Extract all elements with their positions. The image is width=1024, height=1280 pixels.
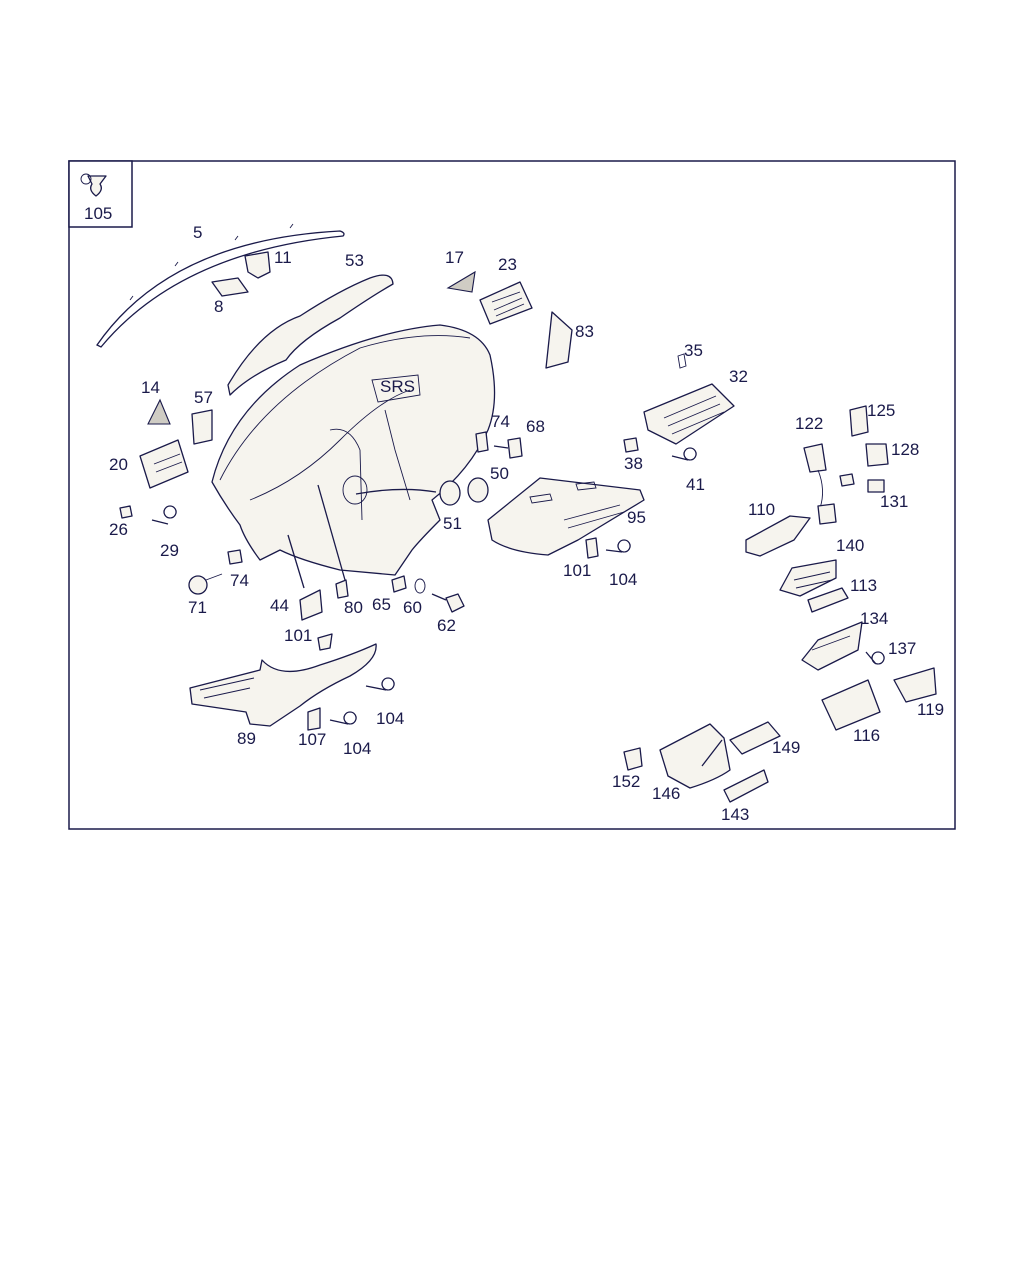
- ashtray-parts: [821, 667, 937, 731]
- air-vent-part: [446, 270, 533, 325]
- left-trim-part: [119, 398, 243, 595]
- label-71: 71: [188, 598, 207, 617]
- inset-part-number: 105: [84, 204, 112, 223]
- lower-panel-part: [189, 643, 395, 731]
- label-8: 8: [214, 297, 223, 316]
- label-14: 14: [141, 378, 160, 397]
- label-101a: 101: [284, 626, 312, 645]
- label-50: 50: [490, 464, 509, 483]
- label-125: 125: [867, 401, 895, 420]
- dashboard-logo-text: SRS: [380, 377, 415, 396]
- label-74b: 74: [491, 412, 510, 431]
- label-41: 41: [686, 475, 705, 494]
- part-labels: 5 11 8 53 17 23 83 14 57 20 26 29 74 71 …: [109, 223, 944, 824]
- label-17: 17: [445, 248, 464, 267]
- label-110: 110: [748, 500, 775, 519]
- bracket-part: [211, 251, 271, 297]
- label-57: 57: [194, 388, 213, 407]
- label-38: 38: [624, 454, 643, 473]
- dash-cover-part: [227, 274, 394, 396]
- switch-parts: [355, 431, 523, 506]
- label-23: 23: [498, 255, 517, 274]
- label-146: 146: [652, 784, 680, 803]
- label-51: 51: [443, 514, 462, 533]
- label-122: 122: [795, 414, 823, 433]
- label-89: 89: [237, 729, 256, 748]
- label-11: 11: [274, 248, 292, 267]
- label-107: 107: [298, 730, 326, 749]
- label-137: 137: [888, 639, 916, 658]
- label-104c: 104: [609, 570, 637, 589]
- label-128: 128: [891, 440, 919, 459]
- label-60: 60: [403, 598, 422, 617]
- label-29: 29: [160, 541, 179, 560]
- label-131: 131: [880, 492, 908, 511]
- clip-icon: [80, 173, 107, 197]
- label-35: 35: [684, 341, 703, 360]
- label-80: 80: [344, 598, 363, 617]
- side-panel-part: [545, 311, 573, 369]
- trim-strip-part: [96, 223, 345, 348]
- tray-parts: [623, 721, 781, 803]
- label-134: 134: [860, 609, 888, 628]
- label-104b: 104: [343, 739, 371, 758]
- label-5: 5: [193, 223, 202, 242]
- label-95: 95: [627, 508, 646, 527]
- lighter-parts: [803, 405, 889, 525]
- label-26: 26: [109, 520, 128, 539]
- label-101b: 101: [563, 561, 591, 580]
- center-small-parts: [287, 484, 465, 651]
- console-parts: [745, 515, 885, 671]
- label-143: 143: [721, 805, 749, 824]
- label-68: 68: [526, 417, 545, 436]
- label-83: 83: [575, 322, 594, 341]
- label-74a: 74: [230, 571, 249, 590]
- label-116: 116: [853, 726, 880, 745]
- label-44: 44: [270, 596, 289, 615]
- inset-box: 105: [68, 160, 133, 228]
- diagram-frame: [68, 160, 956, 830]
- dashboard-part: SRS: [211, 324, 496, 576]
- label-113: 113: [850, 576, 877, 595]
- label-65: 65: [372, 595, 391, 614]
- label-152: 152: [612, 772, 640, 791]
- label-104a: 104: [376, 709, 404, 728]
- center-vent-part: [623, 353, 735, 461]
- label-32: 32: [729, 367, 748, 386]
- label-140: 140: [836, 536, 864, 555]
- label-119: 119: [917, 700, 944, 719]
- label-53: 53: [345, 251, 364, 270]
- label-62: 62: [437, 616, 456, 635]
- glovebox-part: [487, 477, 645, 559]
- label-20: 20: [109, 455, 128, 474]
- label-149: 149: [772, 738, 800, 757]
